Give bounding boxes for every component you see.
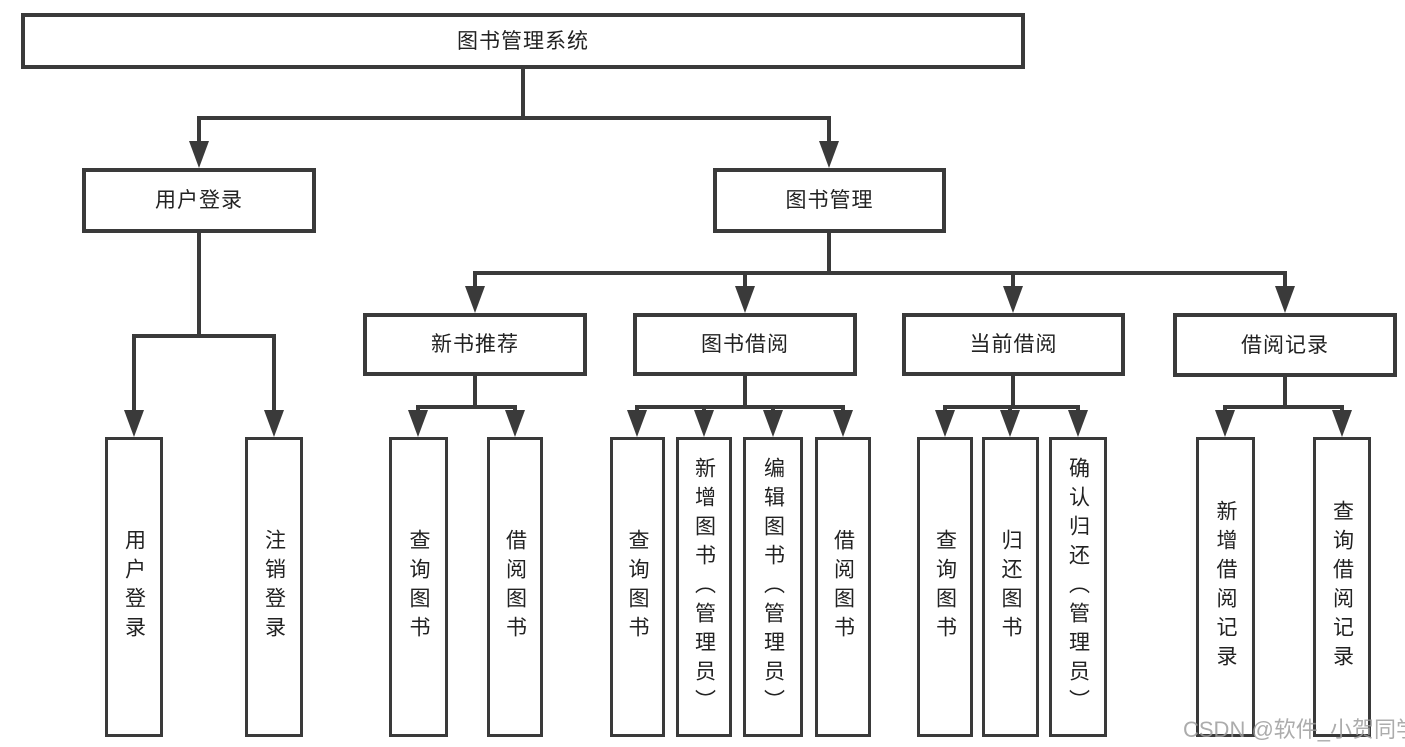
arrow-down-icon xyxy=(1215,410,1235,437)
node-label: 用户登录 xyxy=(122,529,146,645)
edge-newbook-to-leaves xyxy=(416,376,517,414)
node-label: 查询图书 xyxy=(407,529,430,645)
arrow-down-icon xyxy=(1275,286,1295,313)
node-current-borrow: 当前借阅 xyxy=(902,313,1125,376)
edge-userlogin-to-leaves xyxy=(132,233,276,412)
node-label: 新增图书（管理员） xyxy=(692,456,716,718)
leaf-borrow-book-recommend: 借阅图书 xyxy=(487,437,543,737)
node-label: 编辑图书（管理员） xyxy=(761,456,785,718)
arrow-down-icon xyxy=(124,410,144,437)
arrow-down-icon xyxy=(935,410,955,437)
node-label: 图书管理系统 xyxy=(457,29,589,53)
leaf-edit-book-admin: 编辑图书（管理员） xyxy=(743,437,803,737)
node-label: 新增借阅记录 xyxy=(1214,500,1237,674)
node-label: 查询图书 xyxy=(626,529,649,645)
node-label: 用户登录 xyxy=(155,189,243,212)
leaf-query-book-recommend: 查询图书 xyxy=(389,437,448,737)
arrow-down-icon xyxy=(189,141,209,168)
arrow-down-icon xyxy=(1068,410,1088,437)
leaf-borrow-book: 借阅图书 xyxy=(815,437,871,737)
node-label: 借阅记录 xyxy=(1241,333,1329,357)
edge-borrow-to-leaves xyxy=(635,376,845,414)
arrow-down-icon xyxy=(763,410,783,437)
edge-bookmgmt-to-level3 xyxy=(473,233,1287,290)
node-label: 图书管理 xyxy=(785,189,874,212)
arrow-down-icon xyxy=(1003,286,1023,313)
leaf-query-borrow-record: 查询借阅记录 xyxy=(1313,437,1371,737)
leaf-add-book-admin: 新增图书（管理员） xyxy=(676,437,732,737)
node-label: 归还图书 xyxy=(999,529,1022,645)
node-book-borrow: 图书借阅 xyxy=(633,313,857,376)
node-label: 借阅图书 xyxy=(503,529,527,645)
arrow-down-icon xyxy=(833,410,853,437)
leaf-add-borrow-record: 新增借阅记录 xyxy=(1196,437,1255,737)
node-borrow-records: 借阅记录 xyxy=(1173,313,1397,377)
leaf-user-login: 用户登录 xyxy=(105,437,163,737)
node-label: 新书推荐 xyxy=(431,333,519,356)
arrow-down-icon xyxy=(1000,410,1020,437)
node-label: 当前借阅 xyxy=(969,333,1058,356)
edge-root-to-level2 xyxy=(197,69,831,143)
node-label: 图书借阅 xyxy=(701,333,789,356)
arrow-down-icon xyxy=(408,410,428,437)
node-user-login: 用户登录 xyxy=(82,168,316,233)
arrow-down-icon xyxy=(735,286,755,313)
node-label: 查询借阅记录 xyxy=(1330,500,1354,674)
node-label: 借阅图书 xyxy=(831,529,855,645)
csdn-watermark: CSDN @软件_小贺同学 xyxy=(1183,717,1405,742)
arrow-down-icon xyxy=(505,410,525,437)
node-library-system: 图书管理系统 xyxy=(21,13,1025,69)
node-book-management: 图书管理 xyxy=(713,168,946,233)
arrow-down-icon xyxy=(819,141,839,168)
node-label: 注销登录 xyxy=(262,529,286,645)
edge-current-to-leaves xyxy=(943,376,1080,414)
node-label: 确认归还（管理员） xyxy=(1066,456,1090,718)
leaf-confirm-return-admin: 确认归还（管理员） xyxy=(1049,437,1107,737)
arrow-down-icon xyxy=(264,410,284,437)
leaf-logout: 注销登录 xyxy=(245,437,303,737)
leaf-query-book-borrow: 查询图书 xyxy=(610,437,665,737)
leaf-query-book-current: 查询图书 xyxy=(917,437,973,737)
arrow-down-icon xyxy=(627,410,647,437)
arrow-down-icon xyxy=(1332,410,1352,437)
node-new-book-recommend: 新书推荐 xyxy=(363,313,587,376)
node-label: 查询图书 xyxy=(933,529,957,645)
arrow-down-icon xyxy=(465,286,485,313)
edge-records-to-leaves xyxy=(1223,377,1344,414)
leaf-return-book: 归还图书 xyxy=(982,437,1039,737)
arrow-down-icon xyxy=(694,410,714,437)
